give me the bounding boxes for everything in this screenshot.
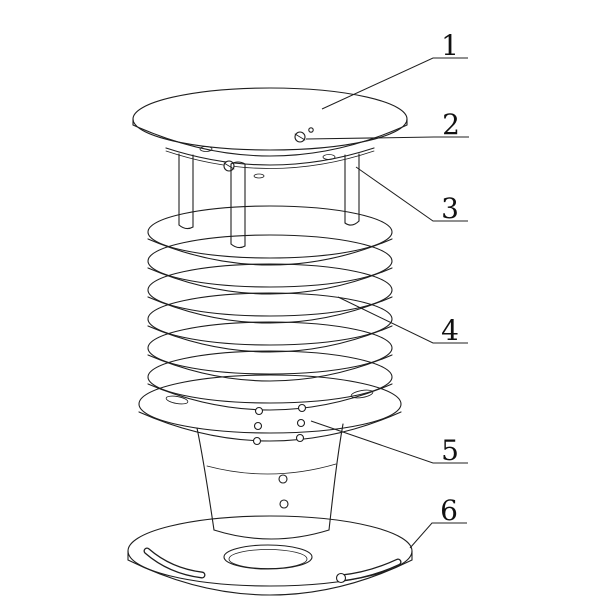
leader-line-1: [321, 57, 468, 110]
callout-3: 3: [355, 166, 468, 225]
callout-1: 1: [321, 29, 468, 110]
callout-label-2: 2: [442, 108, 460, 141]
leader-line-2: [305, 136, 469, 140]
louver: [147, 205, 393, 266]
base-slot-right: [335, 558, 402, 584]
louver: [147, 350, 393, 411]
plate-slot-hole: [322, 154, 336, 160]
screw-detail: [294, 127, 314, 143]
base-plate: [127, 515, 413, 596]
callout-label-3: 3: [441, 192, 459, 225]
callout-label-6: 6: [440, 494, 458, 527]
post-right: [344, 153, 360, 226]
top-plate: [165, 127, 375, 179]
callout-4: 4: [337, 296, 468, 347]
callout-label-1: 1: [441, 29, 459, 62]
louver-stack: [138, 205, 402, 442]
post-front: [230, 161, 246, 249]
leader-line-6: [409, 522, 467, 549]
plate-slot-hole: [199, 146, 213, 152]
callout-6: 6: [409, 494, 467, 549]
screw-detail-2: [223, 160, 235, 172]
support-posts: [178, 153, 360, 249]
louver: [147, 292, 393, 353]
plate-slot-hole: [253, 173, 265, 179]
vent-holes: [252, 403, 307, 509]
callout-label-4: 4: [441, 314, 459, 347]
callout-5: 5: [310, 420, 468, 467]
leader-line-4: [337, 296, 468, 344]
post-left: [178, 153, 194, 230]
cone-body: [196, 403, 344, 540]
callouts: 1 2 3 4 5 6: [305, 29, 469, 549]
top-cover: [132, 87, 408, 157]
callout-label-5: 5: [441, 434, 459, 467]
base-slot-left: [143, 547, 206, 579]
louver-base-plate: [138, 374, 402, 442]
plate-slot: [165, 395, 189, 405]
louver: [147, 234, 393, 295]
louver: [147, 321, 393, 382]
plate-slot: [350, 389, 374, 399]
base-center-hole: [223, 544, 313, 570]
leader-line-5: [310, 420, 468, 464]
callout-2: 2: [305, 108, 469, 141]
leader-line-3: [355, 166, 468, 222]
